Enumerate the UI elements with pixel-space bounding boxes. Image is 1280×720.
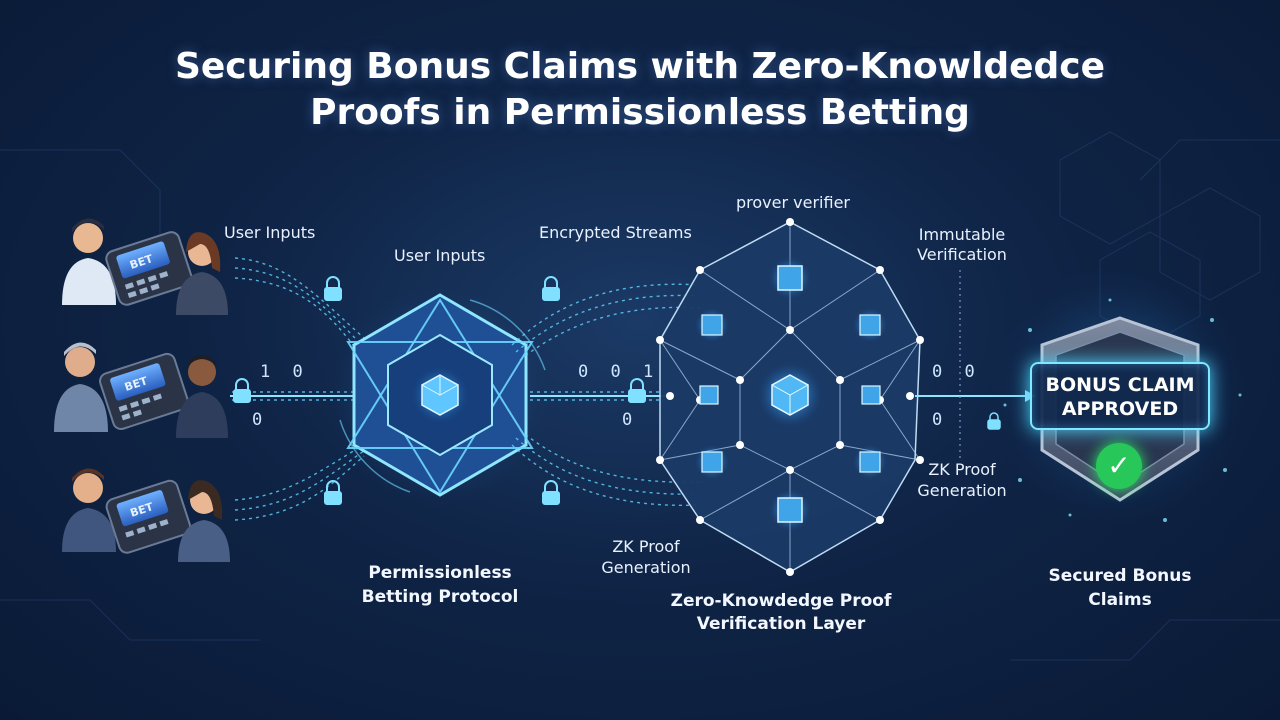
label-protocol-2: Betting Protocol	[361, 587, 519, 607]
lock-icon	[542, 276, 560, 301]
bits-left-bottom: 0	[252, 410, 269, 430]
user-icon	[176, 232, 228, 315]
label-prover-verifier: prover verifier	[736, 193, 850, 212]
sparkle-particles	[1003, 298, 1242, 522]
label-zk-proof-generation-center-1: ZK Proof	[612, 537, 680, 556]
user-icon	[176, 355, 228, 438]
cube-icon	[768, 488, 812, 532]
label-protocol-1: Permissionless	[368, 563, 512, 583]
terminal-icon: BET	[105, 231, 193, 306]
label-immutable-verification-1: Immutable	[918, 225, 1006, 244]
cube-icon	[852, 444, 888, 480]
label-zk-layer-2: Verification Layer	[696, 614, 866, 634]
terminal-icon: BET	[99, 352, 189, 431]
label-zk-proof-generation-center-2: Generation	[601, 558, 691, 577]
terminal-icon: BET	[105, 479, 192, 554]
cube-icon	[756, 361, 824, 429]
lock-icon	[324, 276, 342, 301]
bits-mid-bottom: 0	[622, 410, 639, 430]
label-user-inputs-center: User Inputs	[394, 246, 486, 265]
lock-icon	[324, 480, 342, 505]
user-group-2: BET	[54, 342, 228, 438]
bits-right-bottom: 0	[932, 410, 949, 430]
user-group-1: BET	[62, 218, 228, 315]
user-icon	[54, 342, 108, 432]
label-zk-proof-generation-right-2: Generation	[917, 481, 1007, 500]
label-secured-claims-1: Secured Bonus	[1048, 566, 1192, 586]
lock-icon	[628, 378, 646, 403]
label-user-inputs-left: User Inputs	[224, 223, 316, 242]
badge-line-1: BONUS CLAIM	[1045, 374, 1195, 396]
cube-icon	[852, 307, 888, 343]
bits-mid-top: 0 0 1	[578, 362, 660, 382]
check-icon: ✓	[1096, 443, 1142, 489]
cube-icon	[694, 307, 730, 343]
user-icon	[178, 480, 230, 562]
badge-line-2: APPROVED	[1061, 398, 1179, 420]
label-encrypted-streams: Encrypted Streams	[539, 223, 692, 242]
cube-icon	[768, 256, 812, 300]
label-zk-proof-generation-right-1: ZK Proof	[928, 460, 996, 479]
lock-icon	[233, 378, 251, 403]
bits-left-top: 1 0	[260, 362, 309, 382]
label-immutable-verification-2: Verification	[917, 245, 1007, 264]
page-title: Securing Bonus Claims with Zero-Knowlded…	[0, 44, 1280, 136]
title-line-2: Proofs in Permissionless Betting	[310, 92, 970, 133]
label-secured-claims-2: Claims	[1088, 590, 1152, 610]
bits-right-top: 0 0	[932, 362, 981, 382]
lock-icon	[542, 480, 560, 505]
background-grid	[0, 131, 1280, 661]
label-zk-layer-1: Zero-Knowdedge Proof	[670, 591, 892, 611]
star-core-icon	[330, 285, 550, 505]
bonus-claim-approved-badge: BONUS CLAIM APPROVED	[1030, 362, 1210, 430]
user-group-3: BET	[62, 468, 230, 562]
cube-icon	[699, 385, 881, 405]
zk-verification-layer	[656, 218, 924, 576]
cube-icon	[694, 444, 730, 480]
title-line-1: Securing Bonus Claims with Zero-Knowlded…	[174, 46, 1106, 87]
lock-icon	[987, 412, 1001, 430]
user-icon	[62, 468, 116, 552]
user-icon	[62, 218, 116, 305]
